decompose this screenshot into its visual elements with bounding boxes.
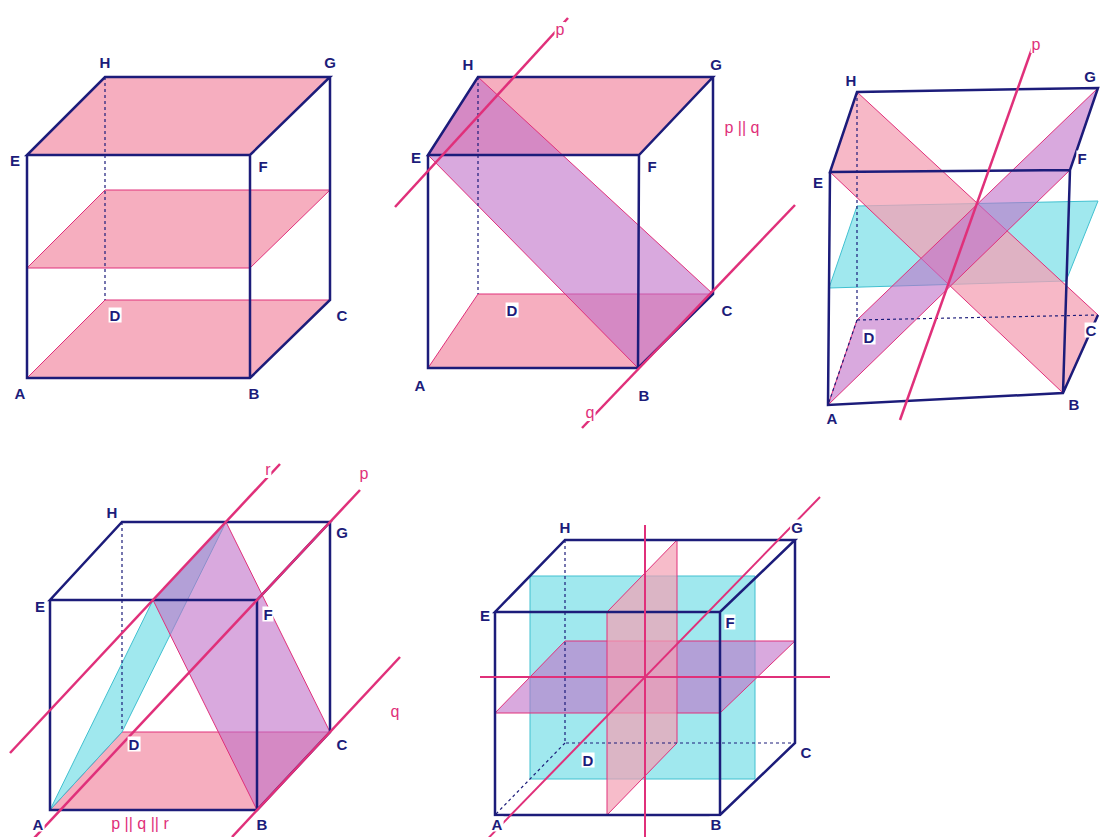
line-r <box>10 464 280 753</box>
line-label: q <box>585 405 596 421</box>
vertex-label: F <box>1076 151 1087 166</box>
plane <box>428 77 713 368</box>
vertex-label: A <box>414 378 427 393</box>
vertex-label: C <box>721 303 734 318</box>
vertex-label: A <box>32 817 45 832</box>
cube-5 <box>470 497 830 837</box>
plane <box>27 300 330 378</box>
cube-1 <box>27 77 330 378</box>
axis-line <box>644 525 646 837</box>
plane <box>27 77 330 155</box>
vertex-label: B <box>1068 397 1081 412</box>
vertex-label: B <box>710 817 723 832</box>
vertex-label: F <box>646 159 657 174</box>
vertex-label: E <box>410 150 422 165</box>
cube-4 <box>10 464 400 837</box>
line-label: p || q || r <box>110 816 170 832</box>
line-p <box>900 40 1035 420</box>
vertex-label: E <box>479 608 491 623</box>
line-p <box>22 490 360 837</box>
vertex-label: D <box>506 303 519 318</box>
line-label: p <box>555 22 566 38</box>
vertex-label: F <box>724 615 735 630</box>
hidden-edge <box>477 77 478 294</box>
line-q <box>582 205 795 428</box>
plane <box>153 522 330 810</box>
vertex-label: E <box>9 153 21 168</box>
vertex-label: F <box>257 159 268 174</box>
vertex-label: C <box>1085 323 1098 338</box>
vertex-label: A <box>826 411 839 426</box>
vertex-label: D <box>109 308 122 323</box>
cube-edge <box>27 77 330 378</box>
line-label: p <box>1031 37 1042 53</box>
vertex-label: H <box>99 55 112 70</box>
vertex-label: D <box>582 753 595 768</box>
vertex-label: B <box>256 817 269 832</box>
vertex-label: G <box>323 55 337 70</box>
hidden-edge <box>121 522 122 732</box>
vertex-label: A <box>14 386 27 401</box>
vertex-label: H <box>559 520 572 535</box>
vertex-label: E <box>812 175 824 190</box>
plane <box>828 88 1098 405</box>
vertex-label: B <box>248 386 261 401</box>
vertex-label: D <box>863 330 876 345</box>
line-label: r <box>264 462 271 478</box>
hidden-edge <box>104 77 105 300</box>
vertex-label: G <box>335 525 349 540</box>
line-label: p || q <box>724 120 761 136</box>
cube-edge <box>828 88 1098 405</box>
vertex-label: C <box>336 308 349 323</box>
cube-edge <box>428 77 713 368</box>
vertex-label: F <box>262 607 273 622</box>
vertex-label: G <box>790 520 804 535</box>
vertex-label: H <box>462 57 475 72</box>
vertex-label: C <box>800 745 813 760</box>
line-p <box>395 18 568 207</box>
axis-line <box>480 676 830 678</box>
vertex-label: A <box>491 817 504 832</box>
vertex-label: G <box>1083 69 1097 84</box>
vertex-label: H <box>106 505 119 520</box>
cube-2 <box>395 18 795 428</box>
line-label: q <box>390 704 401 720</box>
line-label: p <box>359 466 370 482</box>
axis-line <box>470 497 820 837</box>
vertex-label: G <box>709 57 723 72</box>
line-q <box>232 657 400 837</box>
vertex-label: E <box>34 599 46 614</box>
vertex-label: C <box>336 737 349 752</box>
plane <box>27 190 330 268</box>
vertex-label: B <box>638 388 651 403</box>
vertex-label: H <box>845 73 858 88</box>
cube-3 <box>828 40 1098 420</box>
vertex-label: D <box>128 737 141 752</box>
hidden-edge <box>828 92 1098 405</box>
